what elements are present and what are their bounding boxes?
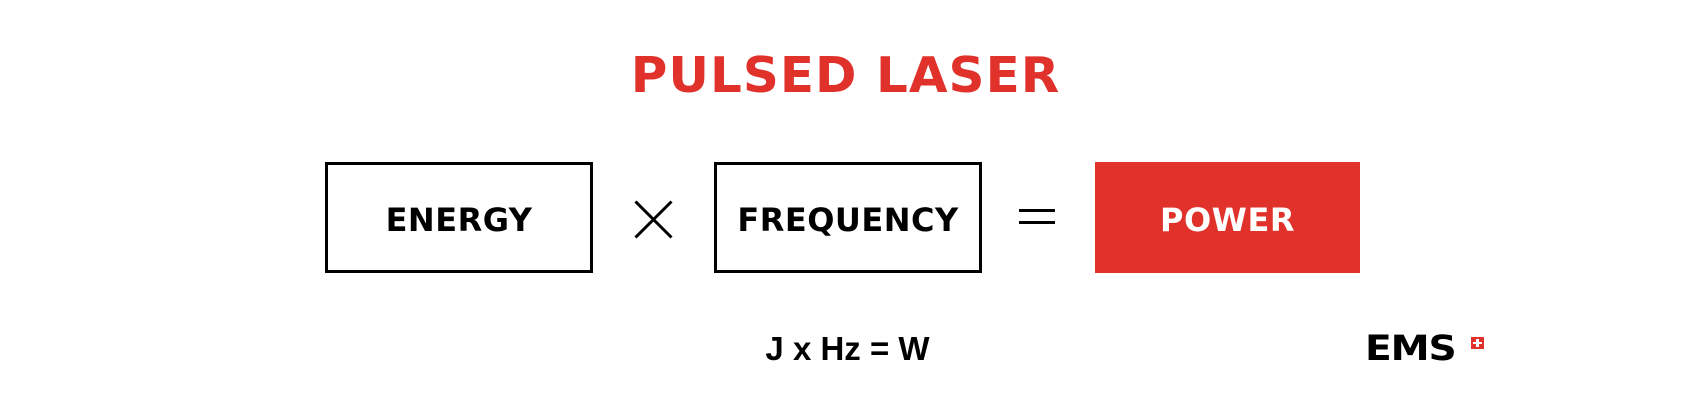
equals-bar-top xyxy=(1019,209,1055,212)
energy-label: ENERGY xyxy=(385,200,533,239)
ems-logo: EMS xyxy=(1365,331,1484,367)
frequency-box: FREQUENCY xyxy=(714,162,982,273)
equals-bar-bottom xyxy=(1019,221,1055,224)
energy-box: ENERGY xyxy=(325,162,593,273)
power-label: POWER xyxy=(1160,200,1295,239)
multiply-icon xyxy=(634,200,673,239)
frequency-label: FREQUENCY xyxy=(737,200,959,239)
power-box: POWER xyxy=(1095,162,1360,273)
logo-text: EMS xyxy=(1365,329,1457,369)
swiss-cross-icon xyxy=(1471,337,1484,349)
diagram-title: PULSED LASER xyxy=(630,47,1061,104)
units-formula: J x Hz = W xyxy=(765,330,930,367)
equals-icon xyxy=(1019,208,1055,225)
